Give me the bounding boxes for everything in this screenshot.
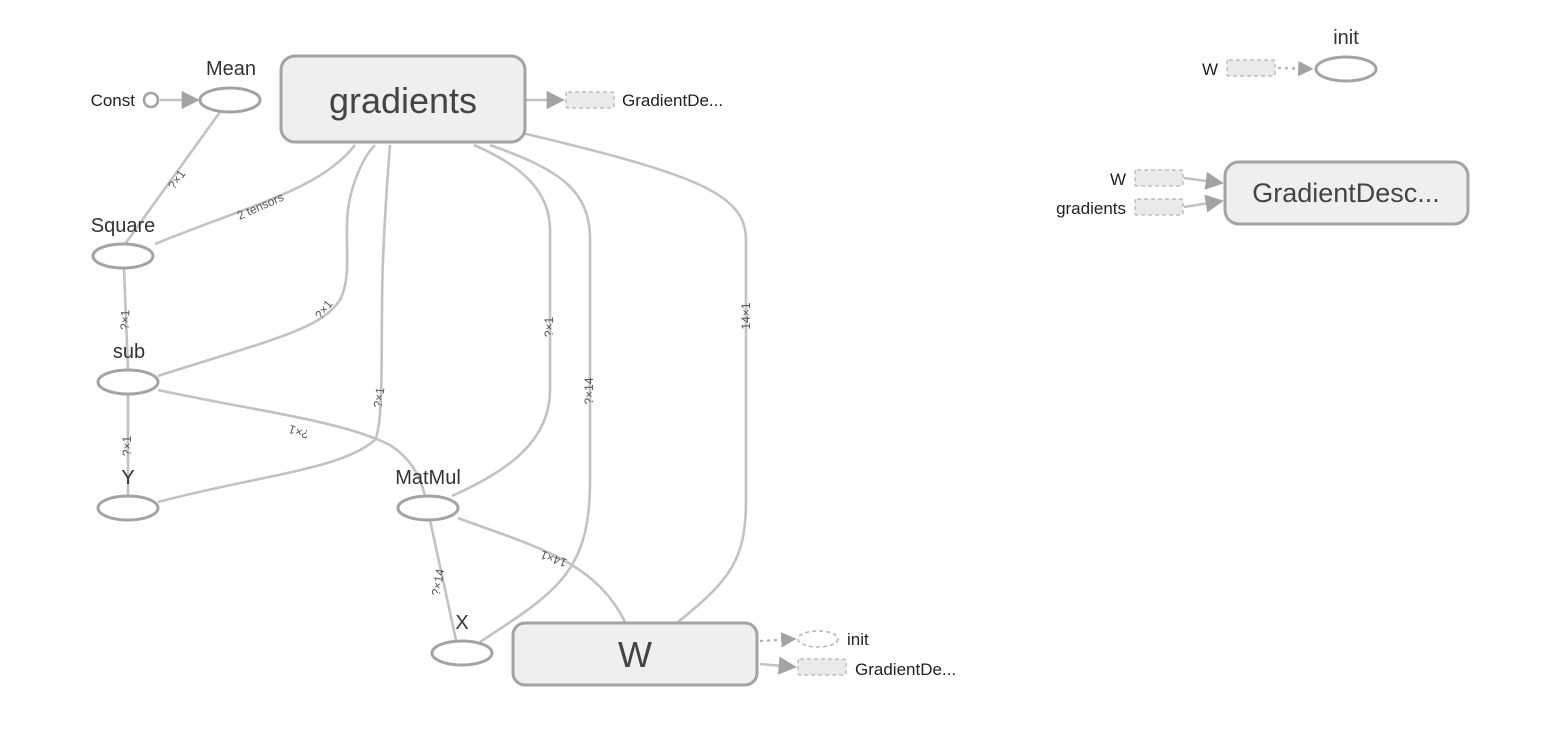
- gd-input-w-label: W: [1110, 170, 1126, 189]
- edge-square-sub: [122, 267, 130, 371]
- edge-label-square-sub: ?×1: [118, 309, 133, 330]
- gradients-gd-stub-label: GradientDe...: [622, 91, 723, 110]
- edge-w-gradients: [521, 131, 748, 624]
- matmul-node[interactable]: MatMul: [395, 467, 461, 522]
- gd-input-gradients-stub[interactable]: gradients: [1056, 198, 1184, 218]
- init-input-w-stub[interactable]: W: [1202, 59, 1276, 79]
- sub-node[interactable]: sub: [96, 341, 160, 396]
- edge-label-sub-gradients: ?×1: [312, 297, 336, 322]
- edge-matmul-w: [457, 516, 627, 623]
- edge-y-gradients: [157, 144, 392, 504]
- w-gd-stub[interactable]: GradientDe...: [797, 658, 956, 679]
- mean-node-label: Mean: [206, 58, 256, 80]
- w-node[interactable]: W: [511, 621, 759, 687]
- square-node[interactable]: Square: [91, 215, 156, 270]
- w-init-stub[interactable]: init: [797, 630, 869, 649]
- gradient-descent-node[interactable]: GradientDesc...: [1223, 160, 1470, 226]
- edge-w-gd-stub: [759, 656, 797, 675]
- edge-mean-square: [123, 111, 222, 245]
- edge-w-init-stub: [759, 632, 797, 648]
- edge-labels: ?×1 2 tensors ?×1 ?×1 ?×1 ?×1 ?×1 ?×1 14…: [118, 167, 753, 597]
- gradient-descent-node-label: GradientDesc...: [1252, 178, 1440, 208]
- edge-label-x-gradients: ?×14: [582, 377, 596, 404]
- edge-label-sub-y: ?×1: [120, 435, 134, 456]
- const-node[interactable]: Const: [91, 91, 160, 110]
- matmul-node-label: MatMul: [395, 467, 461, 489]
- edge-matmul-gradients: [451, 143, 552, 498]
- edge-label-y-gradients: ?×1: [371, 386, 388, 408]
- sub-node-label: sub: [113, 341, 145, 363]
- edge-stubw-gd: [1183, 171, 1224, 190]
- edges: [122, 60, 1314, 675]
- const-node-label: Const: [91, 91, 136, 110]
- edge-label-matmul-gradients: ?×1: [542, 316, 556, 337]
- x-node-label: X: [455, 612, 468, 634]
- w-node-label: W: [618, 634, 652, 675]
- nodes: gradients Mean Const Square sub Y: [91, 27, 1470, 687]
- edge-square-gradients: [154, 144, 357, 246]
- gradients-gd-stub[interactable]: GradientDe...: [565, 91, 723, 110]
- edge-label-matmul-x: ?×14: [429, 567, 448, 596]
- gd-input-gradients-label: gradients: [1056, 199, 1126, 218]
- init-input-w-label: W: [1202, 60, 1218, 79]
- init-node-label: init: [1333, 27, 1359, 49]
- edge-sub-gradients: [157, 144, 376, 378]
- edge-stubgrad-gd: [1183, 194, 1224, 213]
- w-init-stub-label: init: [847, 630, 869, 649]
- init-node[interactable]: init: [1314, 27, 1378, 83]
- edge-label-matmul-w: 14×1: [538, 547, 568, 570]
- edge-label-w-gradients: 14×1: [739, 302, 753, 329]
- y-node-label: Y: [121, 467, 134, 489]
- y-node[interactable]: Y: [96, 467, 160, 522]
- square-node-label: Square: [91, 215, 156, 237]
- edge-sub-matmul: [157, 388, 427, 497]
- edge-stubw-init: [1277, 60, 1314, 77]
- edge-matmul-x: [428, 519, 458, 641]
- x-node[interactable]: X: [430, 612, 494, 667]
- gradients-node-label: gradients: [329, 80, 477, 121]
- w-gd-stub-label: GradientDe...: [855, 660, 956, 679]
- edge-label-square-gradients: 2 tensors: [235, 190, 286, 223]
- gradients-node[interactable]: gradients: [279, 54, 527, 144]
- edge-label-mean-square: ?×1: [165, 167, 188, 192]
- mean-node[interactable]: Mean: [198, 58, 262, 114]
- gd-input-w-stub[interactable]: W: [1110, 169, 1184, 189]
- edge-x-gradients: [479, 143, 592, 644]
- edge-label-sub-matmul: ?×1: [287, 422, 311, 442]
